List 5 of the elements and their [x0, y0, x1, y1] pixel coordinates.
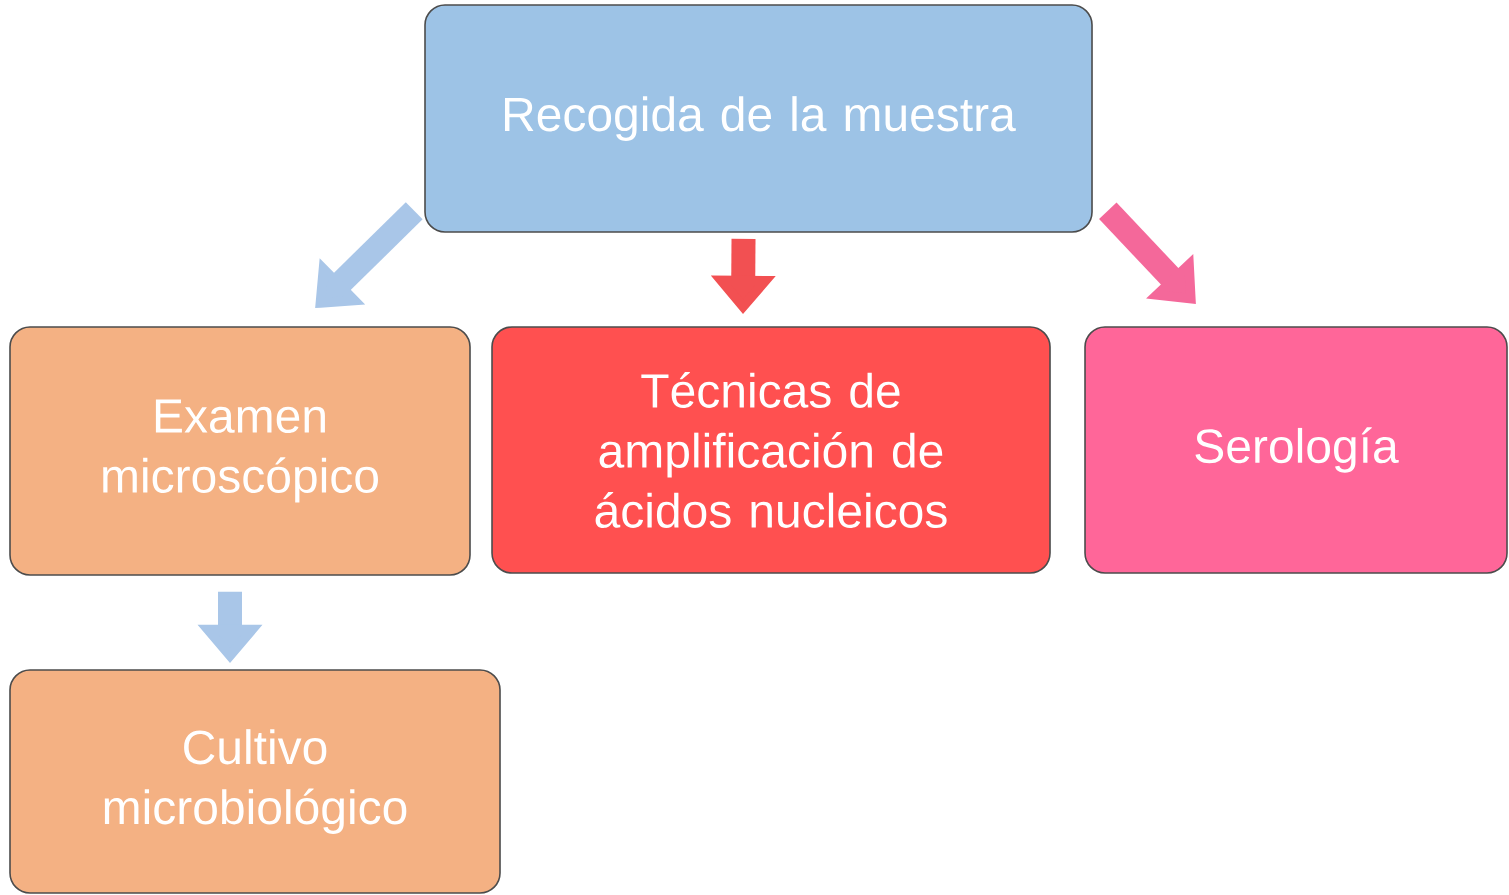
- process-box: Examen microscópico: [9, 326, 471, 576]
- process-box: Recogida de la muestra: [424, 4, 1093, 233]
- process-box: Serología: [1084, 326, 1508, 574]
- process-box: Técnicas de amplificación de ácidos nucleicos: [491, 326, 1051, 574]
- process-box: Cultivo microbiológico: [9, 669, 501, 894]
